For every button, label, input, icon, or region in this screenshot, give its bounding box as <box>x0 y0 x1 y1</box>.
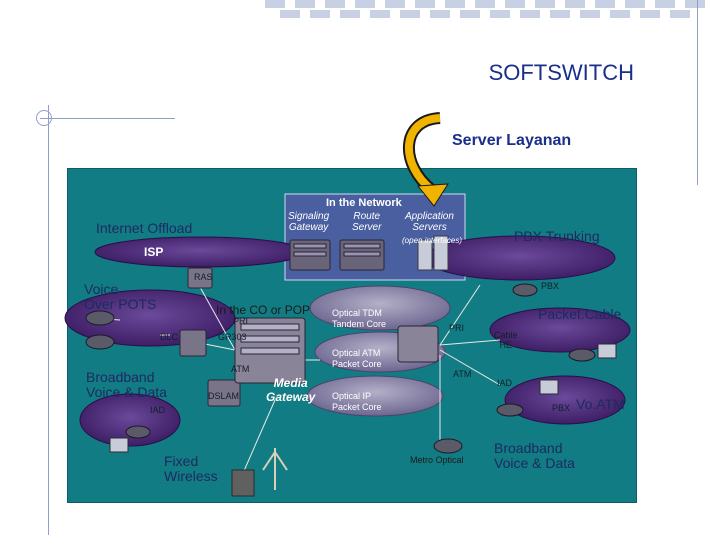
optical-ip-label: Optical IP Packet Core <box>332 391 382 412</box>
building-icon <box>231 469 255 497</box>
atm-left-label: ATM <box>231 364 250 374</box>
pbx-top-label: PBX <box>541 281 560 291</box>
route-server-icon <box>339 239 385 271</box>
decorative-ring <box>36 110 52 126</box>
ras-label: RAS <box>194 272 213 282</box>
fixed-wireless-label: Fixed Wireless <box>164 453 218 484</box>
application-servers-label: Application Servers <box>405 211 454 233</box>
pbx-trunking-label: PBX Trunking <box>514 228 600 244</box>
gr303-label: GR303 <box>218 332 247 342</box>
in-the-co-label: In the CO or POP <box>216 303 311 317</box>
decorative-header-grid <box>265 0 705 18</box>
dslam-label: DSLAM <box>208 391 240 401</box>
packetcable-cloud <box>489 307 631 353</box>
optical-atm-label: Optical ATM Packet Core <box>332 348 382 369</box>
antenna-icon <box>262 448 288 490</box>
computer-icons <box>109 343 617 453</box>
core-switch-icon <box>397 325 439 363</box>
slide-title: SOFTSWITCH <box>488 60 634 85</box>
route-server-label: Route Server <box>352 211 382 233</box>
optical-ip-cloud <box>306 375 444 417</box>
pri-left-label: PRI <box>233 316 249 326</box>
pri-right-label: PRI <box>449 323 465 333</box>
broadband-left-label: Broadband Voice & Data <box>86 369 167 400</box>
ras-icon <box>187 267 213 289</box>
broadband-left-cloud <box>79 393 181 447</box>
metro-optical-label: Metro Optical <box>410 455 464 465</box>
isp-cloud <box>94 236 306 268</box>
internet-offload-label: Internet Offload <box>96 220 193 236</box>
isp-label: ISP <box>144 245 164 259</box>
atm-right-label: ATM <box>453 369 472 379</box>
signaling-gateway-icon <box>289 239 331 271</box>
optical-tdm-label: Optical TDM Tandem Core <box>332 308 387 329</box>
optical-tdm-cloud <box>309 285 451 331</box>
iad-right-label: IAD <box>497 378 513 388</box>
decorative-right-line <box>697 0 698 185</box>
co-rack-icon <box>234 317 306 384</box>
packetcable-label: Packet.Cable <box>538 306 622 322</box>
signaling-gateway-label: Signaling Gateway <box>288 211 330 233</box>
server-layanan-label: Server Layanan <box>452 132 572 149</box>
pbx-bottom-label: PBX <box>552 403 571 413</box>
cable-he-label: Cable HE <box>494 330 518 350</box>
dlc-icon <box>179 329 207 357</box>
voatm-label: Vo.ATM <box>576 396 625 412</box>
broadband-right-label: Broadband Voice & Data <box>494 440 575 471</box>
media-gateway-label: Media Gateway <box>266 376 316 404</box>
decorative-horizontal-line <box>40 118 175 119</box>
decorative-vertical-line <box>48 105 49 535</box>
voatm-cloud <box>504 375 626 425</box>
dslam-icon <box>207 379 241 407</box>
in-the-network-label: In the Network <box>326 197 402 209</box>
voice-over-pots-label: Voice Over POTS <box>84 281 157 312</box>
phone-icons <box>85 283 596 454</box>
open-interfaces-label: (open interfaces) <box>402 236 463 245</box>
application-servers-icon <box>417 235 449 271</box>
dlc-label: DLC <box>160 332 179 342</box>
iad-left-label: IAD <box>150 405 166 415</box>
